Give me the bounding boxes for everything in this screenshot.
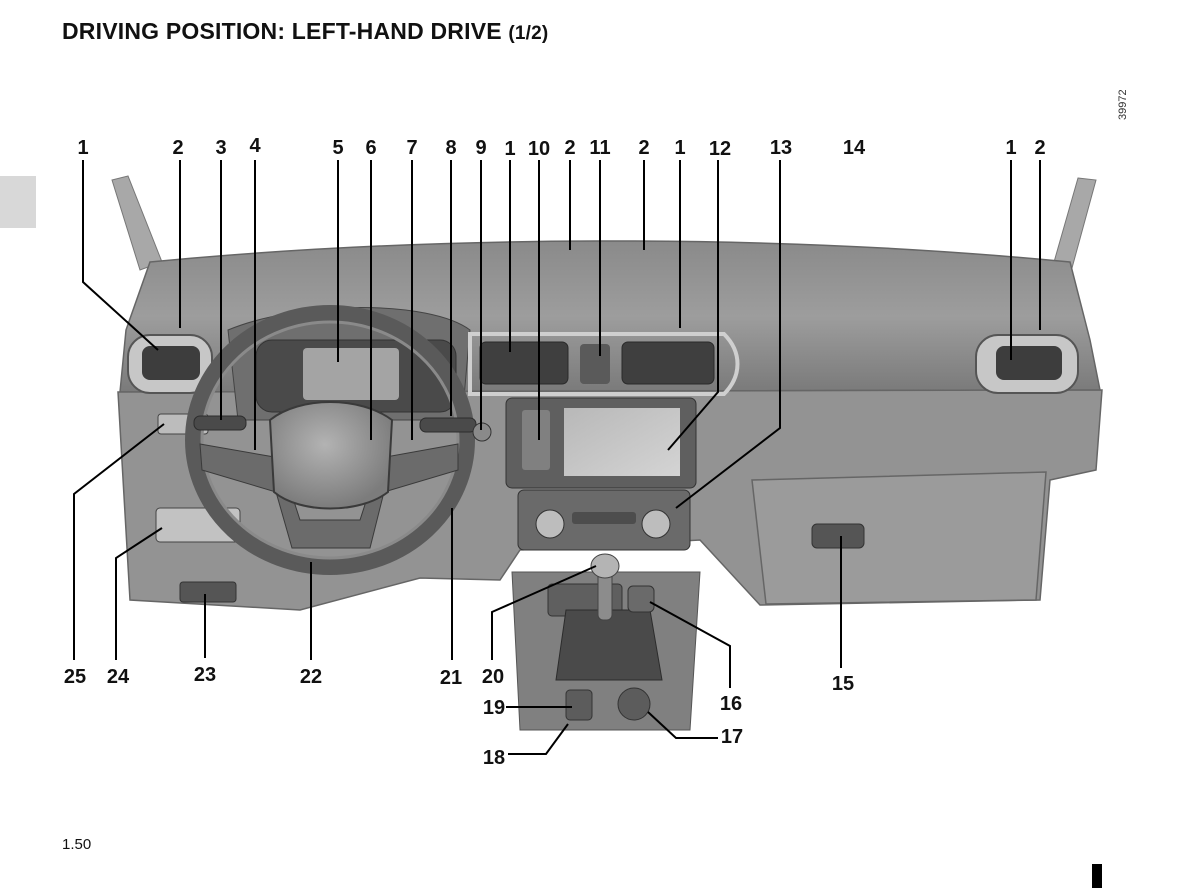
climate-left-knob (535, 509, 565, 539)
callout-2-left-vent: 2 (172, 137, 183, 159)
right-vent-grille (996, 346, 1062, 380)
callout-5: 5 (332, 137, 343, 159)
console-cup-holder (617, 687, 651, 721)
gear-knob (590, 553, 620, 579)
glove-box (751, 471, 1047, 605)
callout-12: 12 (709, 138, 731, 160)
page-title: DRIVING POSITION: LEFT-HAND DRIVE (1/2) (62, 18, 548, 45)
leader-24 (115, 527, 163, 660)
callout-2-centre-right: 2 (638, 137, 649, 159)
callout-10: 10 (528, 138, 550, 160)
callout-13: 13 (770, 137, 792, 159)
screen-side-buttons (522, 410, 550, 470)
callout-2-right-vent: 2 (1034, 137, 1045, 159)
leader-25 (73, 423, 165, 660)
title-main: DRIVING POSITION: LEFT-HAND DRIVE (62, 18, 502, 44)
leader-1a (82, 160, 159, 351)
callout-3: 3 (215, 137, 226, 159)
callout-4: 4 (249, 135, 261, 157)
callout-17: 17 (721, 726, 743, 748)
console-usb-port (565, 689, 593, 721)
hazard-switch-panel (580, 344, 610, 384)
multimedia-screen (564, 408, 680, 476)
callout-20: 20 (482, 666, 504, 688)
wiper-stalk (419, 417, 477, 433)
callout-19: 19 (483, 697, 505, 719)
centre-left-vent (479, 341, 569, 385)
left-vent-grille (142, 346, 200, 380)
left-a-pillar (111, 175, 163, 271)
callout-8: 8 (445, 137, 456, 159)
callout-1-centre-vent: 1 (504, 138, 515, 160)
callout-15: 15 (832, 673, 854, 695)
callout-14: 14 (843, 137, 866, 159)
gear-lever-boot (555, 609, 663, 681)
callout-1-right-vent: 1 (1005, 137, 1016, 159)
leader-16 (649, 601, 731, 688)
callout-9: 9 (475, 137, 486, 159)
centre-right-vent (621, 341, 715, 385)
callout-23: 23 (194, 664, 216, 686)
section-tab (0, 176, 36, 228)
leader-13 (675, 160, 781, 509)
cluster-display (303, 348, 399, 400)
title-suffix: (1/2) (508, 23, 549, 44)
callout-11: 11 (589, 137, 610, 159)
leader-20 (491, 565, 597, 660)
callout-18: 18 (483, 747, 505, 769)
callout-6: 6 (365, 137, 376, 159)
page-number: 1.50 (62, 836, 92, 853)
leader-12 (667, 160, 719, 451)
centre-vent-trim (468, 332, 740, 396)
callout-1-left-vent: 1 (77, 137, 88, 159)
climate-buttons (572, 512, 636, 524)
console-socket (627, 585, 655, 613)
right-a-pillar (1053, 177, 1097, 269)
callout-1-centre-right: 1 (674, 137, 685, 159)
steering-wheel-airbag (268, 401, 394, 510)
page-edge-marker (1092, 864, 1102, 888)
steering-wheel-rim (185, 305, 475, 575)
left-lower-switch (179, 581, 237, 603)
callout-22: 22 (300, 666, 322, 688)
callout-labels: 1 2 3 4 5 6 7 8 9 1 10 2 11 2 1 12 13 14… (64, 135, 1046, 769)
steering-wheel-rim-highlight (200, 320, 460, 560)
climate-right-knob (641, 509, 671, 539)
leader-lines (73, 160, 1041, 755)
leader-18 (508, 723, 569, 755)
callout-24: 24 (107, 666, 130, 688)
leader-17 (647, 711, 718, 739)
callout-25: 25 (64, 666, 86, 688)
callout-7: 7 (406, 137, 417, 159)
callout-2-centre: 2 (564, 137, 575, 159)
callout-21: 21 (440, 667, 462, 689)
glove-box-handle (811, 523, 865, 549)
callout-16: 16 (720, 693, 742, 715)
